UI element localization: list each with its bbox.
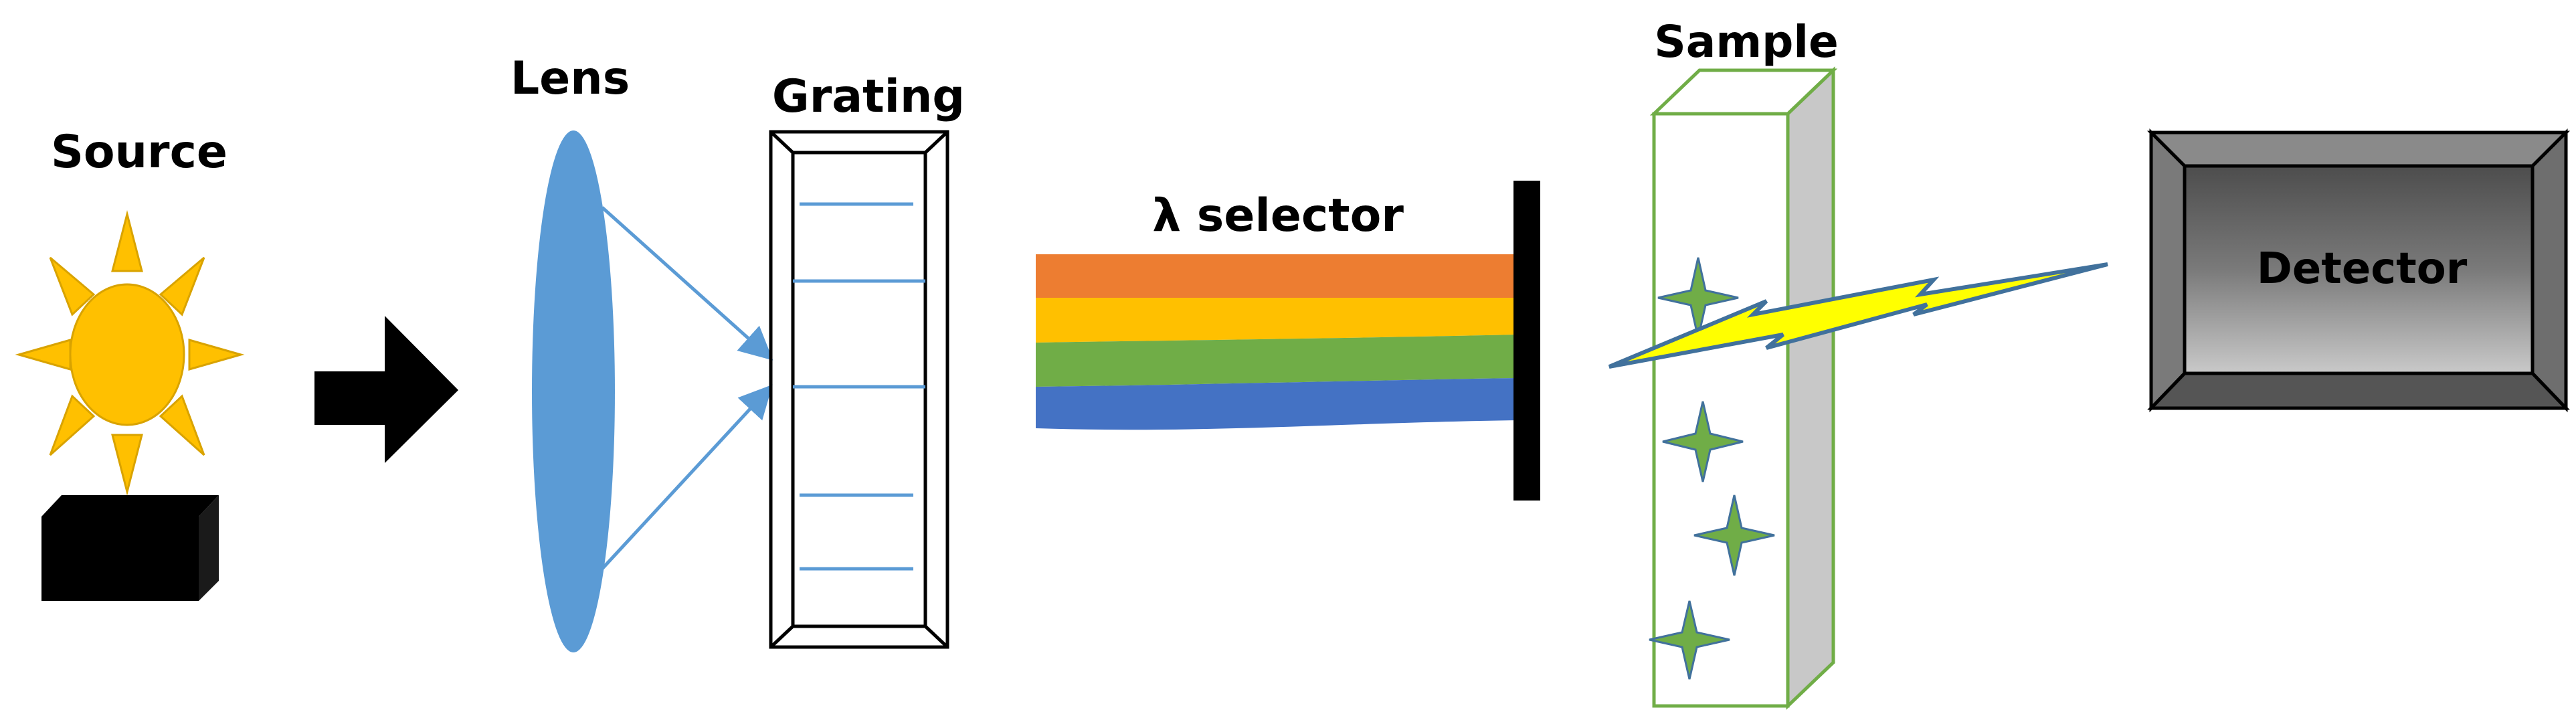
- detector-group: Detector: [2146, 128, 2571, 413]
- source-box-icon: [41, 495, 219, 601]
- spectrum-band-green: [1036, 335, 1517, 387]
- spectrum-band-orange: [1036, 254, 1517, 298]
- grating-lines: [793, 202, 925, 571]
- spectrum-bands: [1036, 254, 1517, 430]
- grating-group: Grating: [769, 70, 965, 649]
- sparkle-icon: [1662, 401, 1744, 482]
- selector-label: λ selector: [1152, 189, 1404, 242]
- focus-beams: [601, 206, 773, 570]
- lens-group: Lens: [511, 52, 630, 652]
- sample-cuvette: [1649, 66, 1838, 710]
- selector-group: λ selector: [1036, 181, 1540, 501]
- detector-box: [2146, 128, 2571, 413]
- spectrum-band-blue: [1036, 378, 1517, 430]
- lens-icon: [532, 130, 615, 652]
- sparkle-icon: [1649, 600, 1730, 680]
- sample-label: Sample: [1654, 16, 1838, 68]
- grating-label: Grating: [772, 70, 965, 123]
- source-label: Source: [51, 126, 227, 179]
- selector-slit: [1513, 181, 1540, 501]
- source-group: Source: [15, 126, 245, 601]
- lens-label: Lens: [511, 52, 630, 105]
- grating-frame: [769, 130, 949, 649]
- spectrum-band-yellow: [1036, 298, 1517, 343]
- sample-molecules: [1649, 257, 1775, 680]
- flow-arrow-icon: [314, 316, 458, 463]
- sparkle-icon: [1693, 494, 1775, 576]
- sample-group: Sample: [1608, 16, 2108, 710]
- detector-label: Detector: [2257, 244, 2468, 294]
- light-beam-icon: [1608, 262, 2108, 369]
- sun-icon: [15, 210, 245, 496]
